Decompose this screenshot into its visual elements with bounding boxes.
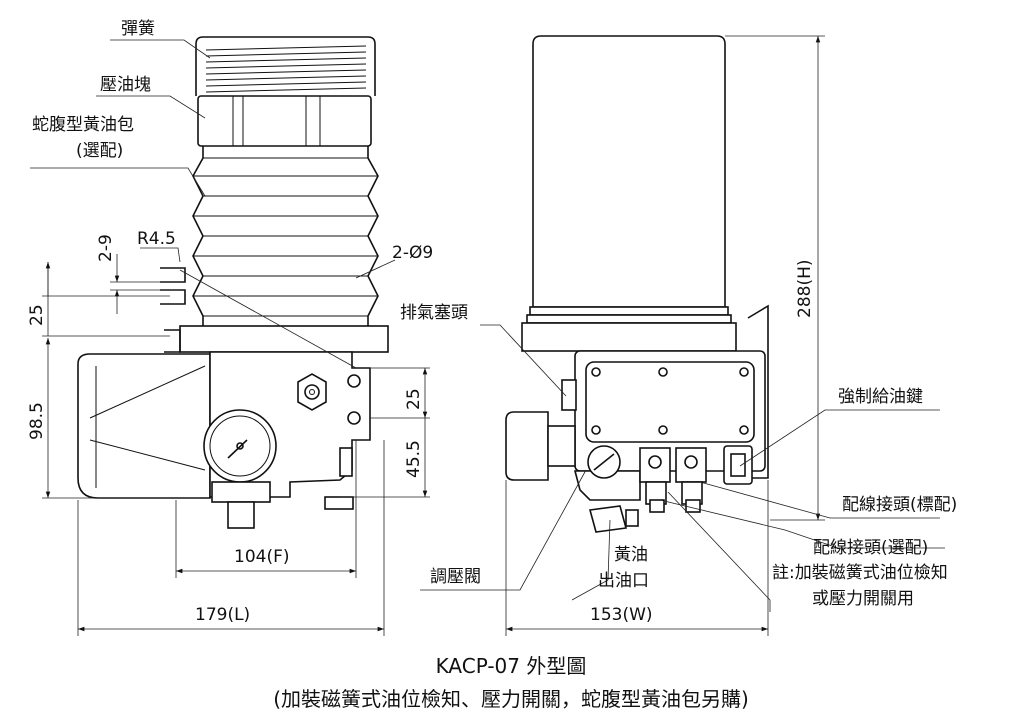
front-view (77, 36, 389, 529)
label-grease-line2: 出油口 (598, 571, 649, 591)
mount-hole-top (347, 374, 361, 388)
side-view (505, 35, 769, 533)
dim-288h: 288(H) (795, 260, 815, 319)
dim-985: 98.5 (27, 402, 47, 440)
dim-455: 45.5 (404, 440, 424, 478)
front-dimensions (42, 247, 430, 636)
dim-25-right: 25 (404, 388, 424, 410)
spring-lines (205, 45, 367, 93)
side-leaders (420, 324, 945, 612)
dim-25-left: 25 (27, 304, 47, 326)
labels: 彈簧 壓油塊 蛇腹型黃油包 (選配) 2-9 R4.5 2-Ø9 25 98.5… (27, 19, 957, 711)
base-flange (179, 325, 389, 353)
label-grease-line1: 黃油 (614, 545, 648, 565)
hex-fitting (297, 373, 327, 411)
label-force-key: 強制給油鍵 (838, 387, 923, 407)
dim-179l: 179(L) (195, 605, 250, 625)
force-key (723, 445, 753, 485)
mount-hole-bottom (347, 411, 361, 425)
label-wiring-opt: 配線接頭(選配) (813, 538, 928, 558)
dim-104f: 104(F) (234, 547, 290, 567)
label-pressure-block: 壓油塊 (100, 75, 151, 95)
motor-housing (77, 353, 211, 499)
dim-r45: R4.5 (137, 229, 176, 249)
side-dimensions (505, 35, 825, 636)
front-leaders (30, 39, 211, 197)
label-spring: 彈簧 (121, 19, 155, 39)
reservoir (532, 35, 726, 308)
label-bellows-line1: 蛇腹型黃油包 (32, 115, 134, 135)
dim-153w: 153(W) (590, 605, 653, 625)
label-valve: 調壓閥 (430, 567, 481, 587)
label-vent-plug: 排氣塞頭 (400, 303, 468, 323)
label-note-line2: 或壓力開關用 (812, 589, 914, 609)
dim-holes: 2-Ø9 (392, 243, 433, 263)
pressure-block (197, 95, 372, 147)
caption-subtitle: (加裝磁簧式油位檢知、壓力開關，蛇腹型黃油包另購) (273, 687, 749, 711)
label-wiring-std: 配線接頭(標配) (842, 495, 957, 515)
caption-title: KACP-07 外型圖 (436, 654, 587, 678)
label-bellows-line2: (選配) (76, 141, 123, 161)
label-note-line1: 註:加裝磁簧式油位檢知 (772, 563, 948, 583)
top-cover (195, 36, 376, 96)
dim-2-9: 2-9 (96, 234, 116, 262)
